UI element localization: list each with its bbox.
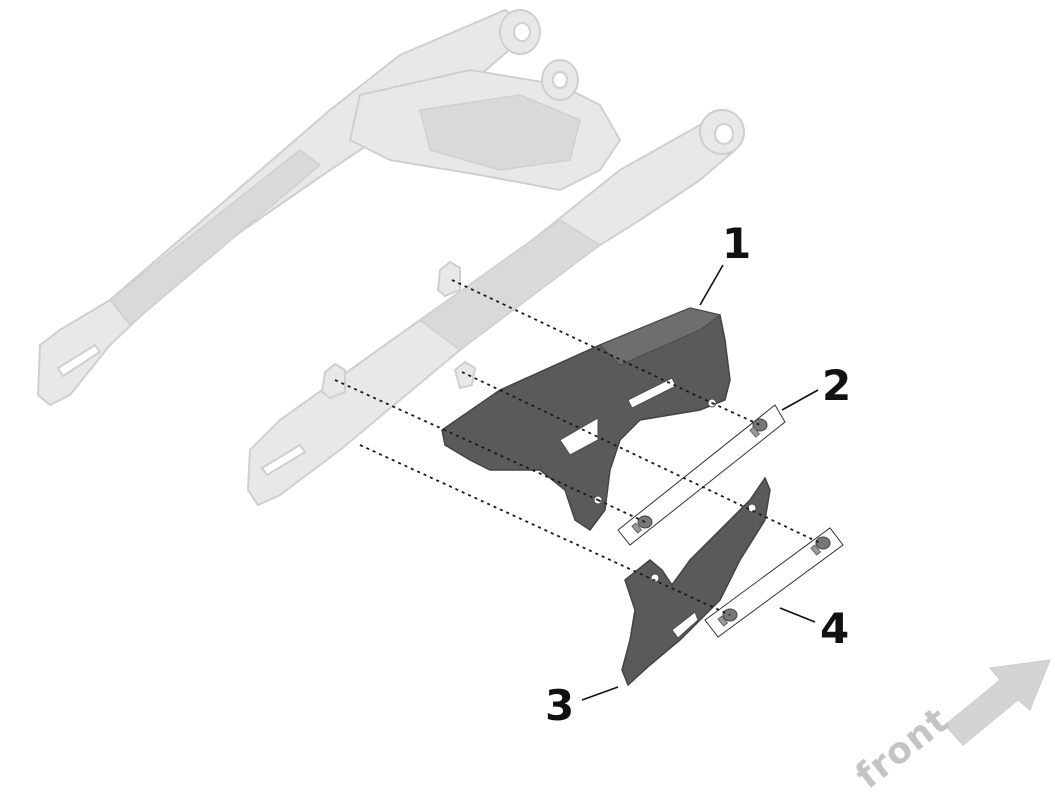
callout-4: 4 <box>820 604 849 653</box>
leader-lines <box>581 264 819 701</box>
assembly-lines <box>334 279 821 616</box>
bolt <box>749 418 768 438</box>
arrow-icon <box>944 659 1051 746</box>
bolt <box>717 608 738 627</box>
swingarm <box>36 8 745 507</box>
callout-2: 2 <box>822 361 851 410</box>
callout-1: 1 <box>722 219 751 268</box>
chain-guard-part-1 <box>441 307 731 532</box>
front-direction-indicator: front <box>848 659 1051 798</box>
callout-3: 3 <box>545 681 574 730</box>
lower-guard-part-3 <box>621 476 771 687</box>
front-label: front <box>848 700 957 798</box>
bolt-set-part-2 <box>617 404 786 546</box>
bolt <box>810 536 831 556</box>
bolt-set-part-4 <box>704 527 844 638</box>
